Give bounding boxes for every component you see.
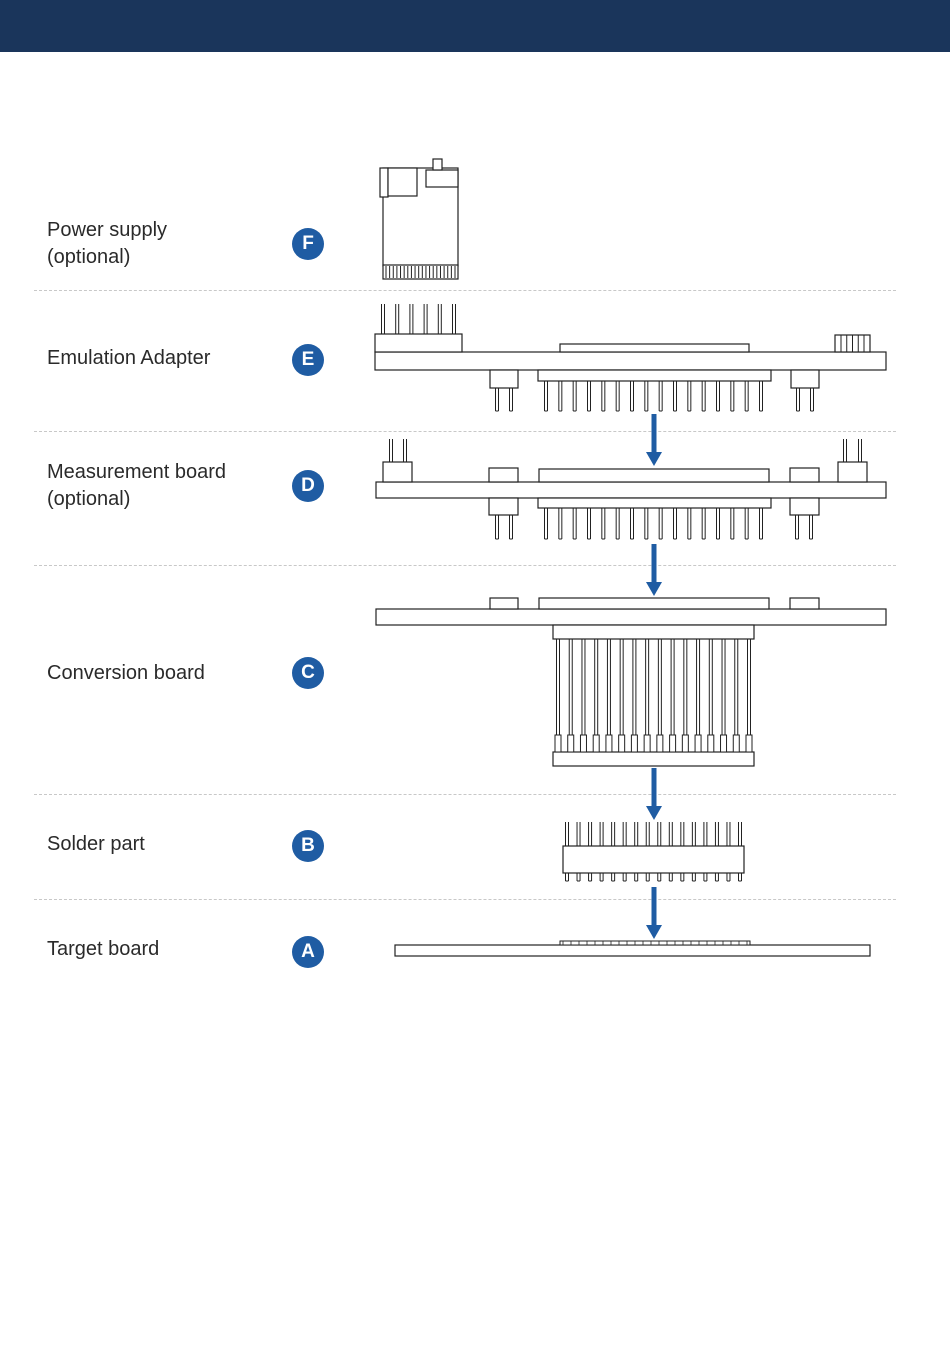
measurement-board-post-right — [838, 462, 867, 482]
power-supply-connector — [383, 265, 458, 279]
emulation-adapter-chip — [560, 344, 749, 352]
conversion-board-drawing — [376, 598, 886, 766]
measurement-board-post-left — [383, 462, 412, 482]
conversion-board-board — [376, 609, 886, 625]
conversion-board-ferrule — [555, 735, 561, 752]
target-board-drawing — [395, 941, 870, 956]
conversion-board-socket-left — [490, 598, 518, 609]
arrow-head — [646, 582, 662, 596]
power-supply-jack — [426, 170, 458, 187]
power-supply-drawing — [380, 159, 458, 279]
conversion-board-ferrule — [733, 735, 739, 752]
conversion-board-ferrule — [682, 735, 688, 752]
emulation-adapter-header-left — [375, 334, 462, 352]
measurement-board-drawing — [376, 439, 886, 539]
measurement-board-socket-top — [539, 469, 769, 482]
measurement-board-socket-top-right — [790, 468, 819, 482]
conversion-board-socket — [539, 598, 769, 609]
conversion-board-ferrule — [593, 735, 599, 752]
emulation-adapter-post-right — [791, 370, 819, 388]
conversion-board-ferrule — [631, 735, 637, 752]
arrow-head — [646, 925, 662, 939]
conversion-board-header-top — [553, 625, 754, 639]
arrow-head — [646, 806, 662, 820]
power-supply-socket — [388, 168, 417, 196]
measurement-board-socket-bottom — [538, 498, 771, 508]
conversion-board-ferrule — [580, 735, 586, 752]
conversion-board-ferrule — [695, 735, 701, 752]
conversion-board-ferrule — [746, 735, 752, 752]
conversion-board-ferrule — [708, 735, 714, 752]
arrow-head — [646, 452, 662, 466]
emulation-adapter-socket — [538, 370, 771, 381]
measurement-board-board — [376, 482, 886, 498]
conversion-board-ferrule — [657, 735, 663, 752]
conversion-board-ferrule — [670, 735, 676, 752]
conversion-board-ferrule — [721, 735, 727, 752]
conversion-board-socket-right — [790, 598, 819, 609]
emulation-adapter-board — [375, 352, 886, 370]
conversion-board-ferrule — [644, 735, 650, 752]
conversion-board-header-bottom — [553, 752, 754, 766]
power-supply-switch — [433, 159, 442, 170]
emulation-adapter-drawing — [375, 304, 886, 411]
measurement-board-post-bottom-right — [790, 498, 819, 515]
solder-part-drawing — [563, 822, 744, 881]
solder-part-body — [563, 846, 744, 873]
conversion-board-ferrule — [568, 735, 574, 752]
measurement-board-post-bottom-left — [489, 498, 518, 515]
conversion-board-ferrule — [619, 735, 625, 752]
target-board-footprint — [560, 941, 750, 945]
emulation-adapter-post-left — [490, 370, 518, 388]
target-board-board — [395, 945, 870, 956]
conversion-board-ferrule — [606, 735, 612, 752]
power-supply-tab — [380, 168, 388, 197]
measurement-board-socket-top-left — [489, 468, 518, 482]
